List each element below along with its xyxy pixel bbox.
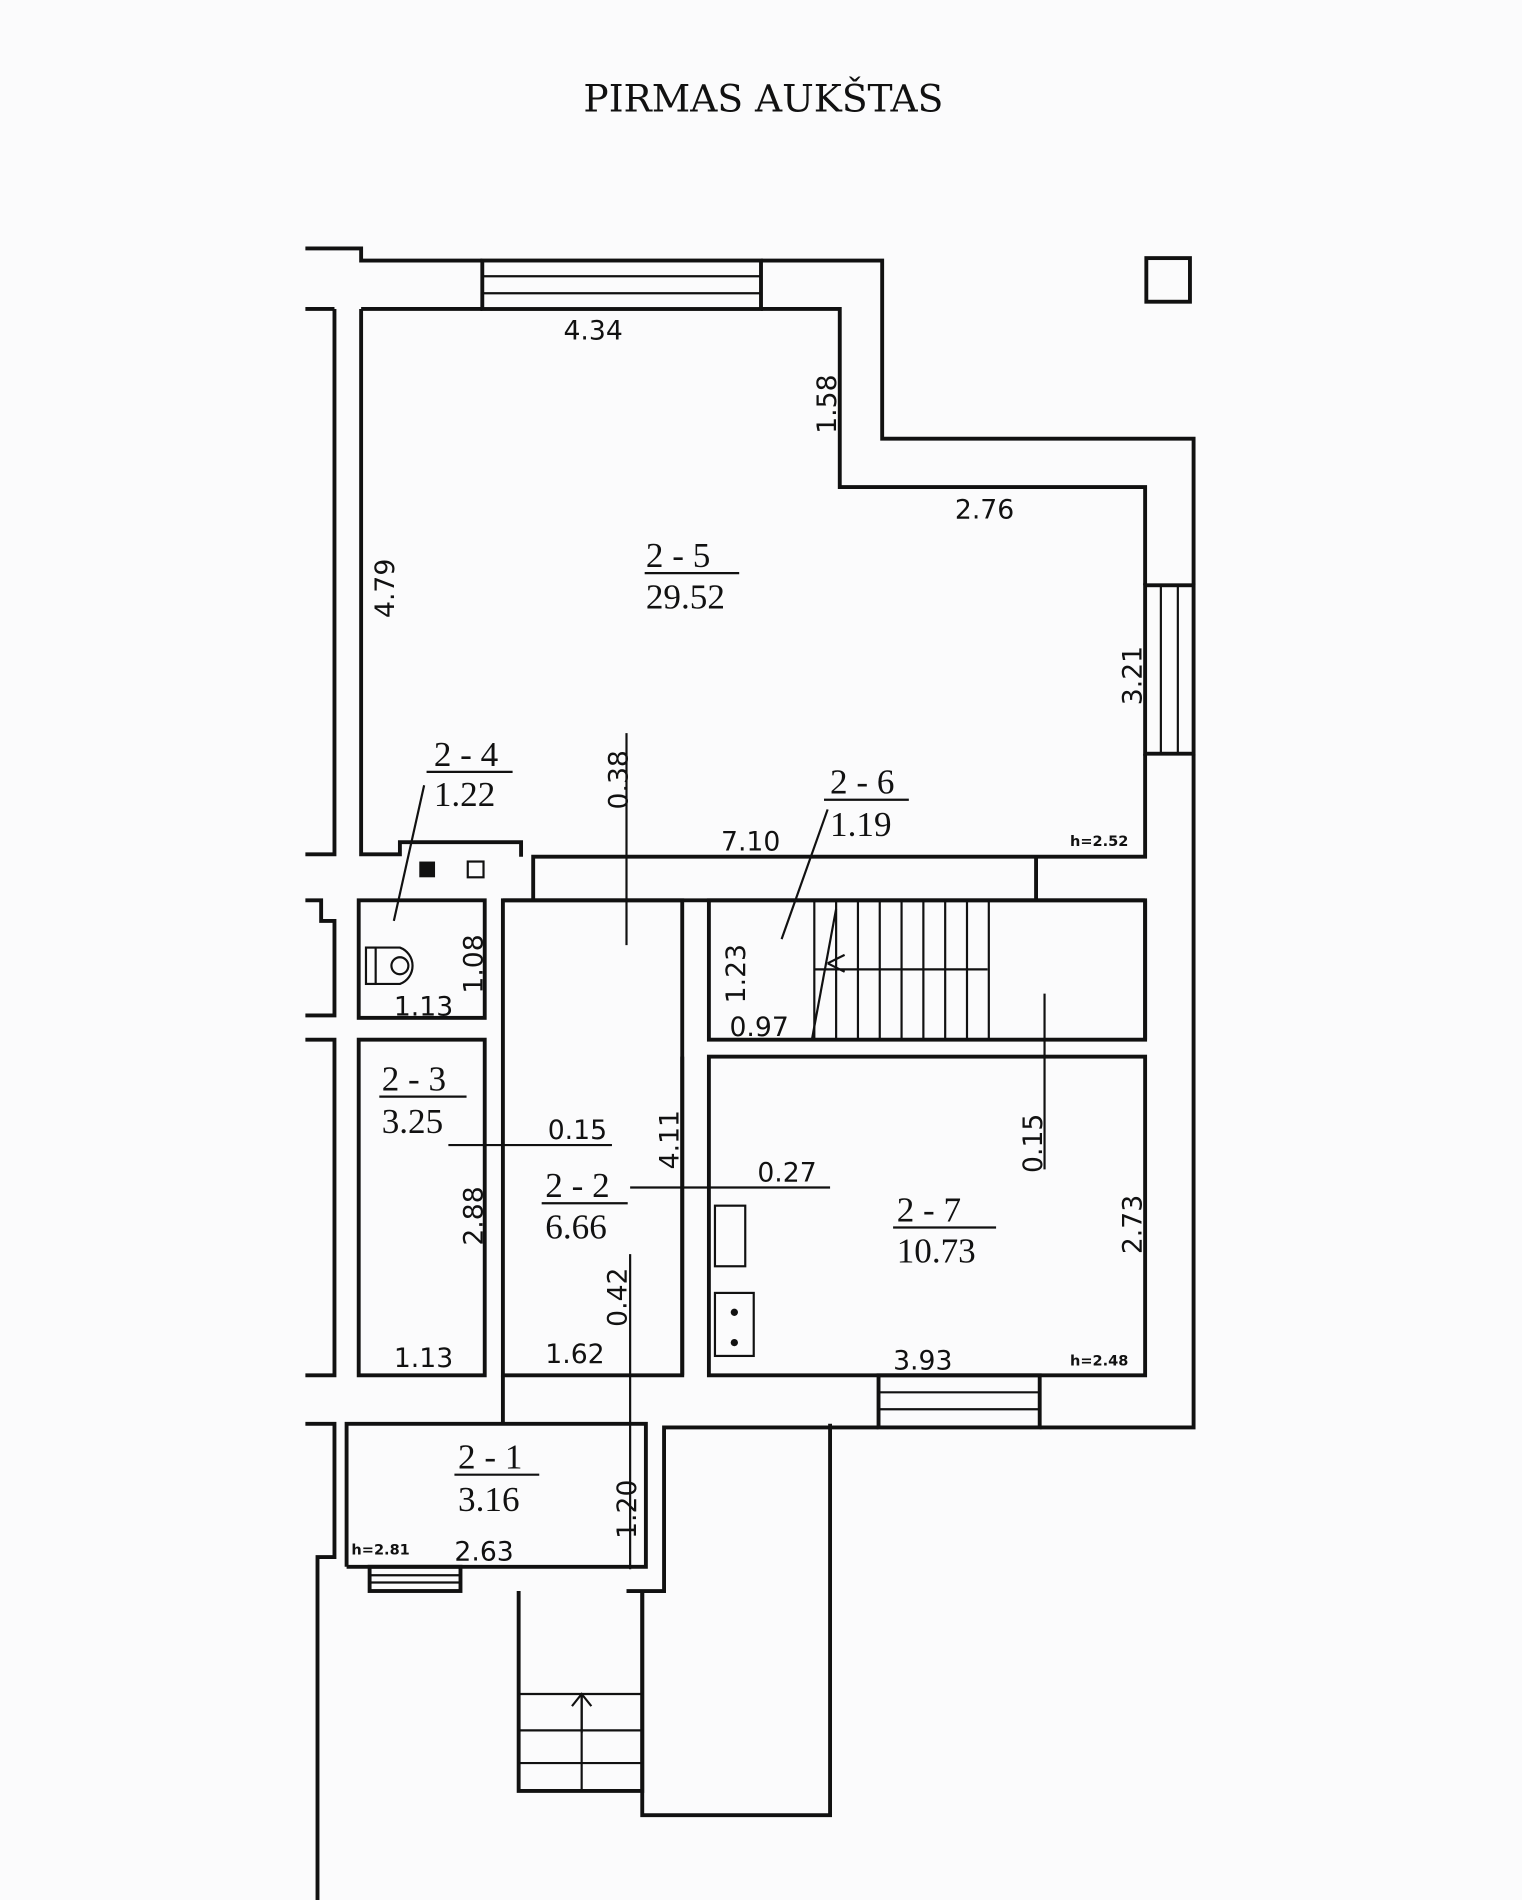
up-arrow-icon [571,1692,593,1733]
walls [305,246,1196,1593]
room-label-2-7: 2 - 7 10.73 [893,1190,997,1271]
room-label-2-2: 2 - 2 6.66 [541,1166,628,1246]
svg-text:1.19: 1.19 [830,805,891,844]
svg-text:2 - 7: 2 - 7 [897,1190,961,1229]
svg-text:4.11: 4.11 [655,1110,686,1169]
svg-text:h=2.81: h=2.81 [351,1543,409,1559]
interior-stairs [813,900,990,1040]
svg-text:1.13: 1.13 [394,1343,453,1374]
svg-text:1.08: 1.08 [458,934,489,993]
svg-text:2 - 4: 2 - 4 [434,735,499,774]
svg-text:2 - 3: 2 - 3 [382,1060,446,1099]
svg-text:0.42: 0.42 [602,1268,633,1327]
svg-text:6.66: 6.66 [545,1207,606,1246]
svg-text:29.52: 29.52 [646,577,725,616]
svg-text:h=2.52: h=2.52 [1070,834,1128,850]
svg-text:3.25: 3.25 [382,1102,443,1141]
room-label-2-3: 2 - 3 3.25 [379,1060,467,1141]
svg-text:10.73: 10.73 [897,1232,976,1271]
svg-text:1.23: 1.23 [721,944,752,1003]
svg-text:1.20: 1.20 [612,1480,643,1539]
svg-text:0.15: 0.15 [548,1115,607,1146]
svg-text:3.21: 3.21 [1117,646,1148,705]
svg-text:3.93: 3.93 [893,1345,952,1376]
window-entry [367,1564,463,1593]
svg-text:0.15: 0.15 [1018,1114,1049,1173]
plan-title: PIRMAS AUKŠTAS [583,76,943,120]
stair-tread [827,962,846,973]
room-label-2-1: 2 - 1 3.16 [454,1438,540,1519]
svg-text:2 - 5: 2 - 5 [646,536,710,575]
dimension-labels: 4.34 1.58 2.76 4.79 3.21 0.38 7.10 1.08 … [370,315,1149,1567]
room-label-2-5: 2 - 5 29.52 [644,536,740,616]
vent-icons [419,860,485,879]
svg-text:1.13: 1.13 [394,991,453,1022]
left-boundary [305,1421,337,1900]
window-kitchen [876,1373,1042,1430]
svg-text:0.38: 0.38 [604,750,635,809]
toilet-icon [364,946,414,986]
svg-text:1.22: 1.22 [434,775,495,814]
room-2-3 [356,1037,487,1378]
svg-text:3.16: 3.16 [458,1480,519,1519]
room-2-6 [706,898,1148,1042]
room-label-2-4: 2 - 4 1.22 [426,735,513,814]
entrance-stairs [516,1423,833,1818]
dimension-lines [392,733,1046,1570]
svg-text:4.79: 4.79 [370,559,401,618]
svg-text:4.34: 4.34 [563,315,622,346]
svg-text:1.62: 1.62 [545,1339,604,1370]
chimney [1144,256,1192,304]
svg-text:2 - 1: 2 - 1 [458,1438,522,1477]
svg-text:7.10: 7.10 [721,827,780,858]
room-label-2-6: 2 - 6 1.19 [824,763,909,844]
svg-text:2.76: 2.76 [955,495,1014,526]
stair-tread [827,953,846,965]
svg-text:h=2.48: h=2.48 [1070,1354,1128,1370]
svg-text:2.63: 2.63 [454,1537,513,1568]
svg-text:0.97: 0.97 [729,1012,788,1043]
svg-text:1.58: 1.58 [812,374,843,433]
window-top [480,258,763,311]
svg-text:2.73: 2.73 [1117,1195,1148,1254]
svg-text:0.27: 0.27 [757,1157,816,1188]
svg-text:2 - 2: 2 - 2 [545,1166,609,1205]
ceiling-heights: h=2.52 h=2.48 h=2.81 [351,834,1128,1559]
svg-text:2.88: 2.88 [458,1186,489,1245]
room-2-1 [344,1421,648,1569]
window-right [1143,583,1196,756]
room-2-7 [706,1054,1148,1378]
stove-icon [713,1204,755,1358]
room-2-4 [356,898,487,1020]
svg-text:2 - 6: 2 - 6 [830,763,894,802]
